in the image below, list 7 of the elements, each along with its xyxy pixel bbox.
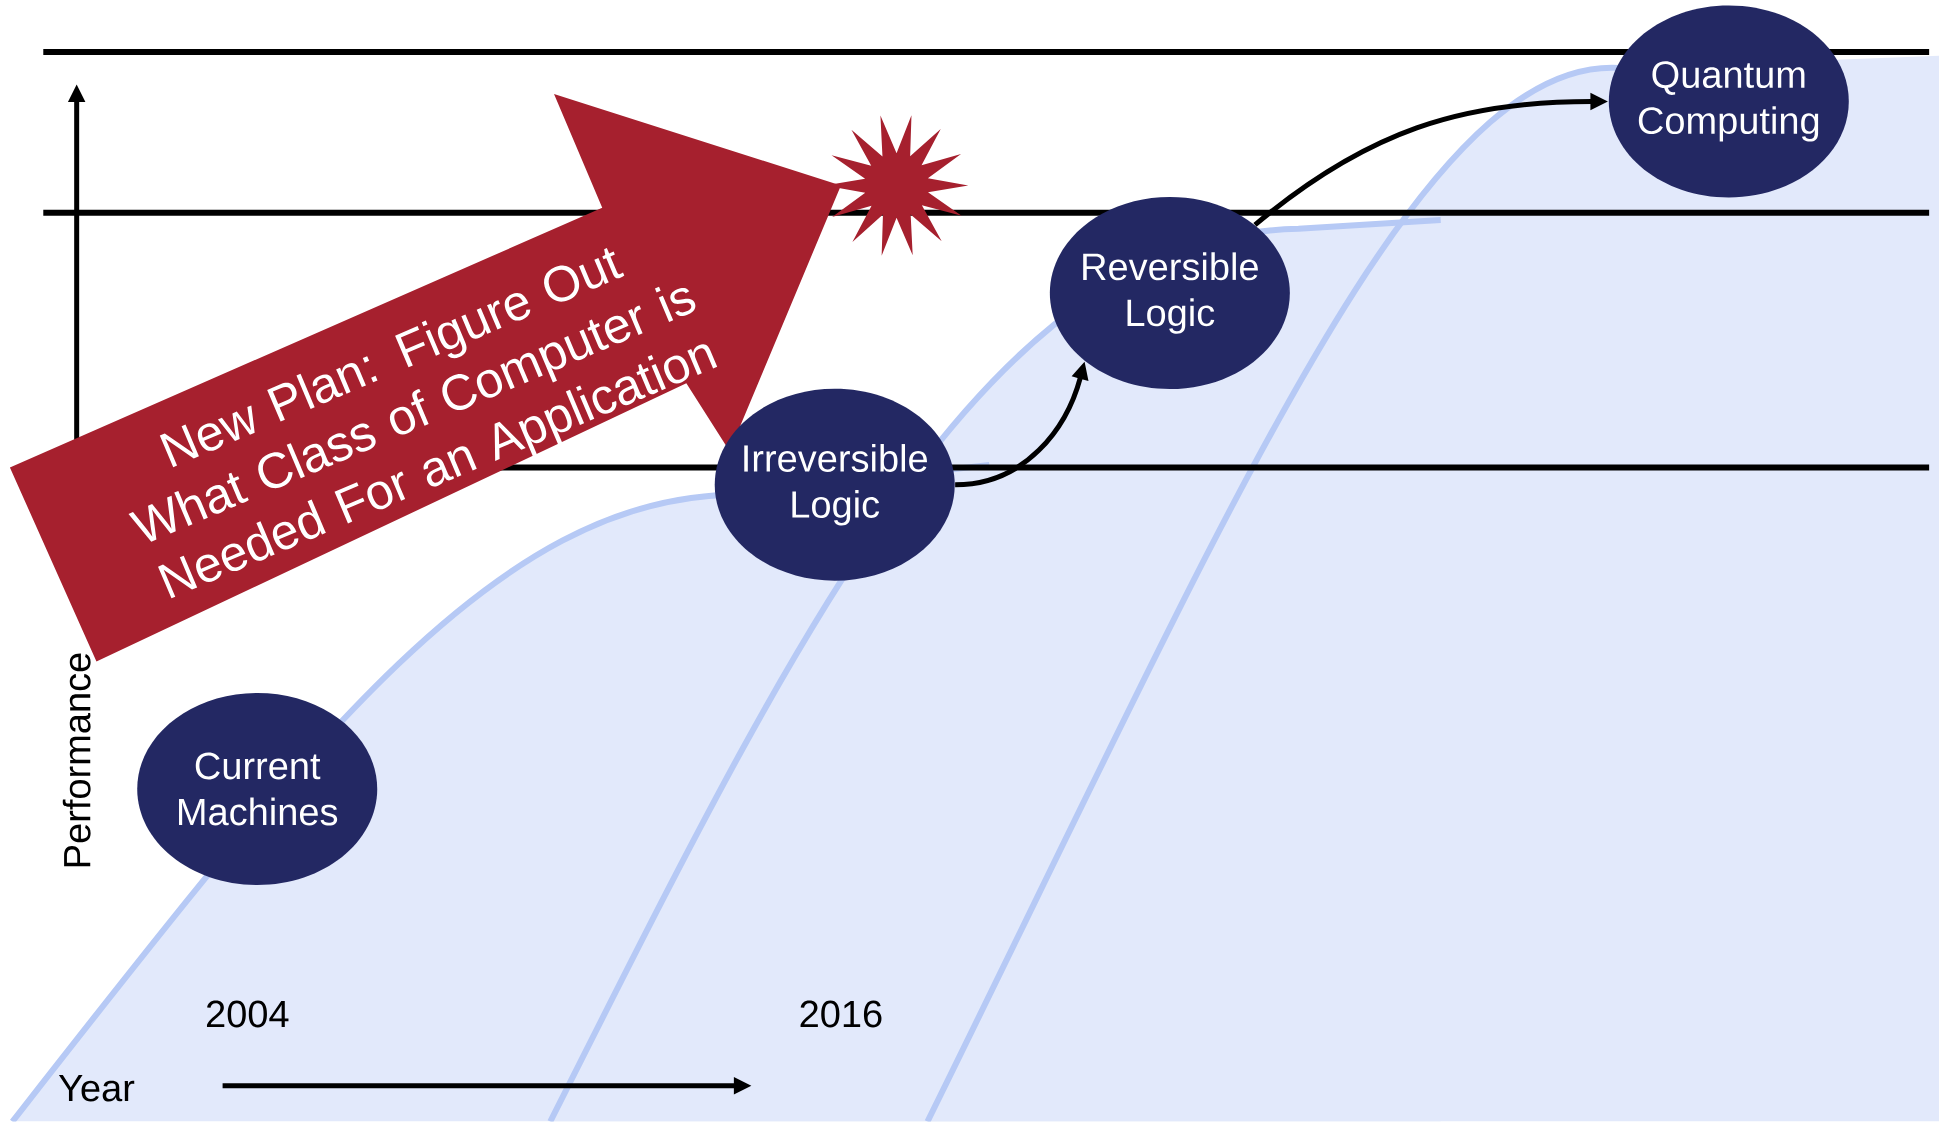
ellipse-node: Reversible Logic <box>1049 197 1290 390</box>
axis-label: Year <box>58 1075 135 1102</box>
ellipse-node: Current Machines <box>137 693 378 886</box>
year-label: 2016 <box>800 1000 882 1028</box>
ellipse-node: Irreversible Logic <box>714 388 955 581</box>
ellipse-node: Quantum Computing <box>1608 5 1849 198</box>
year-label: 2004 <box>207 1000 289 1028</box>
